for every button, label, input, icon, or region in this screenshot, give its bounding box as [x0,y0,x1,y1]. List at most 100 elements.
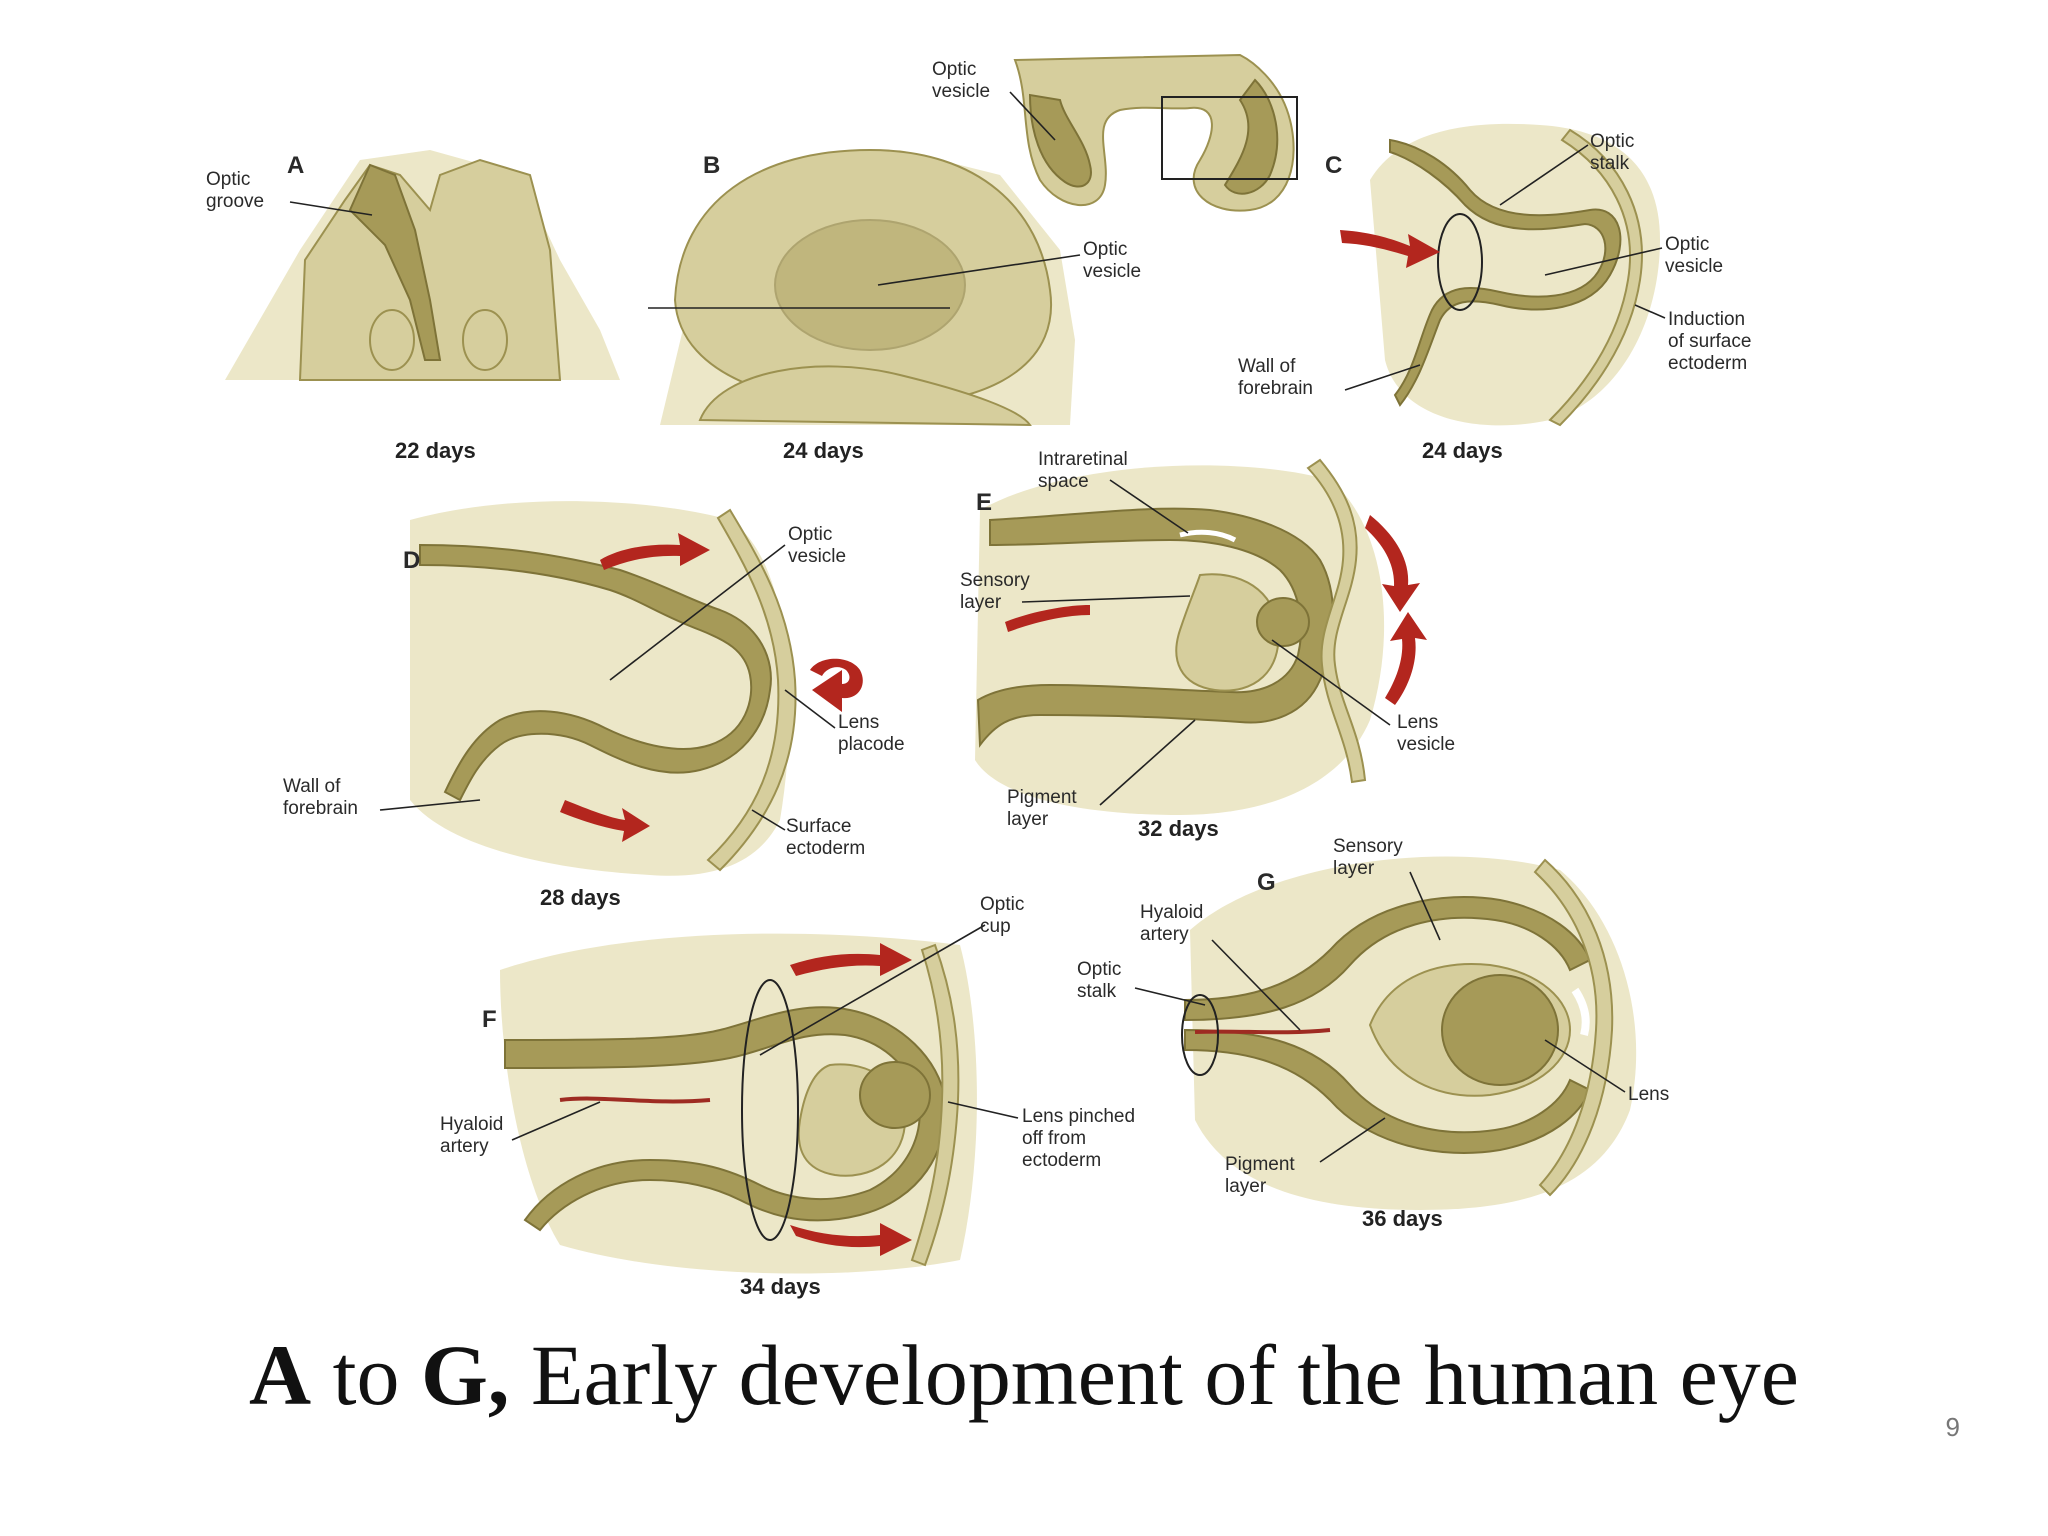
panel-c-optic-vesicle-leader [1544,247,1663,276]
panel-e-intraretinal-space [1179,529,1237,543]
panel-g-lens-leader [1544,1039,1626,1093]
panel-c-red-arrow [1340,230,1440,268]
panel-f-red-arrow-bottom [790,1223,912,1256]
panel-f-label-hyaloid-2: artery [440,1136,489,1157]
panel-g-hyaloid-artery [1194,1028,1331,1035]
panel-b-label-optic-vesicle-top-1: Optic [932,59,976,80]
panel-a-right-eye-bulge [462,309,508,371]
panel-e-label-lens-vesicle-2: vesicle [1397,734,1455,755]
panel-d-days: 28 days [540,885,621,910]
panel-b-label-optic-vesicle-1: Optic [1083,239,1127,260]
panel-c-forebrain-wall [1389,138,1622,407]
panel-g-label-hyaloid-2: artery [1140,924,1189,945]
panel-f-label-lens-pinched-3: ectoderm [1022,1150,1101,1171]
panel-b-cross-section: Optic vesicle [932,53,1298,212]
panel-a: A Optic groove 22 days [206,150,620,463]
panel-d-label-optic-vesicle-1: Optic [788,524,832,545]
panel-c-label-optic-vesicle-1: Optic [1665,234,1709,255]
panel-c-label-optic-vesicle-2: vesicle [1665,256,1723,277]
panel-d-background [410,501,790,876]
panel-b-cross-section-right-vesicle [1223,78,1279,195]
panel-d-red-arrow-curl [810,658,863,712]
panel-e-days: 32 days [1138,816,1219,841]
panel-e-label-pigment-2: layer [1007,809,1049,830]
panel-c-surface-ectoderm [1548,128,1643,427]
panel-e-surface-ectoderm [1306,458,1367,784]
panel-c-wall-leader [1344,364,1421,391]
panel-b-zoom-box [1161,96,1298,180]
panel-c-label-wall-1: Wall of [1238,356,1296,377]
panel-d-label-surface-ectoderm-1: Surface [786,816,851,837]
panel-b-label-optic-vesicle-top-2: vesicle [932,81,990,102]
slide-caption: A to G, Early development of the human e… [0,1325,2048,1425]
panel-b-letter: B [703,152,720,179]
panel-e-lens-vesicle [1256,597,1310,647]
panel-c-label-induction-1: Induction [1668,309,1745,330]
panel-g-stalk-ring [1181,994,1219,1076]
panel-b-label-optic-vesicle-2: vesicle [1083,261,1141,282]
panel-a-left-eye-bulge [369,309,415,371]
panel-b-days: 24 days [783,438,864,463]
panel-e: E Intraretinal space Sensory layer Lens … [960,449,1455,841]
panel-f-letter: F [482,1006,497,1033]
panel-g-label-lens: Lens [1628,1084,1669,1105]
panel-e-label-sensory-1: Sensory [960,570,1030,591]
panel-g-label-optic-stalk-1: Optic [1077,959,1121,980]
panel-g-surface-ectoderm [1533,858,1614,1197]
page-number: 9 [1945,1412,1960,1442]
panel-f-label-optic-cup-1: Optic [980,894,1024,915]
panel-d-label-lens-placode-2: placode [838,734,905,755]
panel-d-wall-leader [379,799,481,811]
panel-d-label-surface-ectoderm-2: ectoderm [786,838,865,859]
panel-f-cup-ring [741,979,799,1241]
panel-c-label-wall-2: forebrain [1238,378,1313,399]
panel-f: F Optic cup Hyaloid artery Lens pinched … [440,894,1135,1299]
panel-f-days: 34 days [740,1274,821,1299]
panel-e-inner-layer [1175,573,1280,692]
panel-e-lens-vesicle-leader [1271,639,1391,726]
panel-e-red-arrow-top [1365,515,1420,612]
panel-e-sensory-arrow [1005,605,1090,632]
panel-g-label-hyaloid-1: Hyaloid [1140,902,1203,923]
panel-d-label-lens-placode-1: Lens [838,712,879,733]
panel-g-optic-stalk-leader [1134,987,1206,1006]
panel-g-label-pigment-2: layer [1225,1176,1267,1197]
panel-a-optic-groove-leader [289,201,373,216]
panel-f-label-lens-pinched-2: off from [1022,1128,1086,1149]
eye-development-diagram: A Optic groove 22 days B Optic vesicle 2… [206,53,1751,1299]
panel-c-letter: C [1325,152,1342,179]
panel-g-optic-cup-lower [1184,1028,1592,1154]
panel-e-pigment-leader [1099,719,1196,806]
panel-f-optic-cup-leader [759,924,986,1056]
panel-g-label-sensory-1: Sensory [1333,836,1403,857]
panel-f-label-hyaloid-1: Hyaloid [440,1114,503,1135]
caption-to: to [311,1327,422,1423]
panel-e-label-intraretinal-1: Intraretinal [1038,449,1128,470]
panel-e-label-pigment-1: Pigment [1007,787,1077,808]
panel-b-lower-bulge [698,365,1032,427]
panel-f-hyaloid-artery [559,1096,711,1104]
caption-letter-a: A [249,1327,312,1423]
panel-f-surface-ectoderm [910,943,960,1267]
caption-letter-g: G, [421,1327,510,1423]
panel-d: D Optic vesicle Lens placode Wall of for… [283,501,905,910]
panel-d-optic-vesicle [419,543,772,802]
panel-a-days: 22 days [395,438,476,463]
panel-g-letter: G [1257,869,1276,896]
panel-a-label-optic-groove-1: Optic [206,169,250,190]
panel-a-optic-groove-fold [348,163,442,361]
panel-b-optic-vesicle-leader [877,254,1081,286]
panel-g: G Sensory layer Hyaloid artery Optic sta… [1077,836,1669,1231]
panel-e-red-arrow-bottom [1385,612,1427,705]
panel-e-label-sensory-2: layer [960,592,1002,613]
panel-g-label-pigment-1: Pigment [1225,1154,1295,1175]
panel-a-letter: A [287,152,304,179]
panel-e-label-intraretinal-2: space [1038,471,1089,492]
panel-f-red-arrow-top [790,943,912,976]
panel-f-hyaloid-leader [511,1101,601,1141]
panel-g-sensory-leader [1409,871,1441,941]
panel-c-stalk-ring [1437,213,1483,311]
panel-c-optic-stalk-leader [1499,144,1589,206]
panel-e-letter: E [976,489,992,516]
